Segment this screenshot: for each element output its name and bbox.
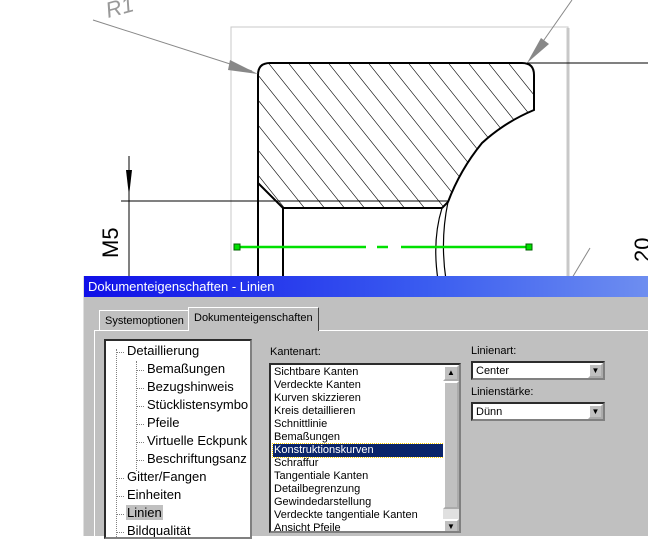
tree-item[interactable]: Virtuelle Eckpunk	[147, 433, 248, 448]
linienart-value: Center	[476, 365, 510, 377]
dim-radius-text[interactable]: R1	[103, 0, 137, 23]
chevron-down-icon[interactable]: ▼	[588, 404, 603, 419]
tree-connector	[136, 361, 137, 471]
tree-connector	[116, 352, 124, 353]
list-item[interactable]: Konstruktionskurven	[272, 443, 445, 458]
tree-item[interactable]: Detaillierung	[127, 343, 200, 358]
tree-connector	[136, 406, 144, 407]
list-item[interactable]: Schraffur	[274, 457, 319, 469]
scroll-thumb[interactable]	[443, 381, 459, 509]
list-item[interactable]: Verdeckte tangentiale Kanten	[274, 509, 418, 521]
tree-connector	[136, 424, 144, 425]
scroll-up-icon[interactable]: ▲	[443, 365, 459, 381]
dim-thread-text[interactable]: M5	[98, 227, 123, 258]
tree-connector	[116, 514, 124, 515]
tree-connector	[136, 442, 144, 443]
tree-connector	[136, 388, 144, 389]
tree-connector	[116, 532, 124, 533]
arrow-icon	[228, 60, 258, 74]
list-item[interactable]: Sichtbare Kanten	[274, 366, 359, 378]
list-item[interactable]: Tangentiale Kanten	[274, 470, 369, 482]
tree-connector	[116, 496, 124, 497]
linienstaerke-value: Dünn	[476, 406, 503, 418]
tree-connector	[136, 370, 144, 371]
list-item[interactable]: Kurven skizzieren	[274, 392, 361, 404]
tree-item[interactable]: Beschriftungsanz	[147, 451, 247, 466]
tab-panel	[94, 330, 648, 550]
tree-connector	[116, 349, 117, 537]
kantenart-label: Kantenart:	[270, 346, 321, 358]
tree-item[interactable]: Einheiten	[127, 487, 182, 502]
linienstaerke-label: Linienstärke:	[471, 386, 534, 398]
chevron-down-icon[interactable]: ▼	[588, 363, 603, 378]
scroll-down-icon[interactable]: ▼	[443, 519, 459, 531]
listbox-scrollbar[interactable]: ▲ ▼	[443, 365, 459, 531]
list-item[interactable]: Verdeckte Kanten	[274, 379, 361, 391]
list-item[interactable]: Kreis detaillieren	[274, 405, 356, 417]
tree-connector	[116, 478, 124, 479]
cad-drawing[interactable]: M5 R1 20	[0, 0, 648, 280]
dialog-title: Dokumenteigenschaften - Linien	[84, 276, 648, 297]
list-item[interactable]: Detailbegrenzung	[274, 483, 361, 495]
centerline-handle[interactable]	[525, 243, 533, 251]
list-item[interactable]: Schnittlinie	[274, 418, 328, 430]
list-item[interactable]: Gewindedarstellung	[274, 496, 372, 508]
linienart-select[interactable]: Center ▼	[471, 361, 605, 380]
tree-connector	[136, 460, 144, 461]
hatch	[258, 63, 534, 208]
list-item[interactable]: Bemaßungen	[274, 431, 341, 443]
document-properties-dialog: Dokumenteigenschaften - Linien Systemopt…	[83, 276, 648, 550]
tab-dokumenteigenschaften[interactable]: Dokumenteigenschaften	[188, 307, 319, 331]
tree-item[interactable]: Linien	[126, 505, 163, 520]
tree-item[interactable]: Bezugshinweis	[147, 379, 234, 394]
tree-item[interactable]: Pfeile	[147, 415, 180, 430]
linienart-label: Linienart:	[471, 345, 517, 357]
arrow-icon	[527, 38, 549, 63]
tree-item[interactable]: Gitter/Fangen	[127, 469, 207, 484]
part-outline	[257, 62, 535, 280]
list-item[interactable]: Ansicht Pfeile	[274, 522, 341, 533]
arrow-icon	[126, 170, 132, 196]
view-frame	[230, 26, 569, 280]
tree-item[interactable]: Bemaßungen	[147, 361, 226, 376]
tab-systemoptionen[interactable]: Systemoptionen	[99, 310, 190, 330]
centerline-handle[interactable]	[233, 243, 241, 251]
linienstaerke-select[interactable]: Dünn ▼	[471, 402, 605, 421]
dim-right-text[interactable]: 20	[630, 238, 648, 262]
tree-item[interactable]: Stücklistensymbo	[147, 397, 249, 412]
